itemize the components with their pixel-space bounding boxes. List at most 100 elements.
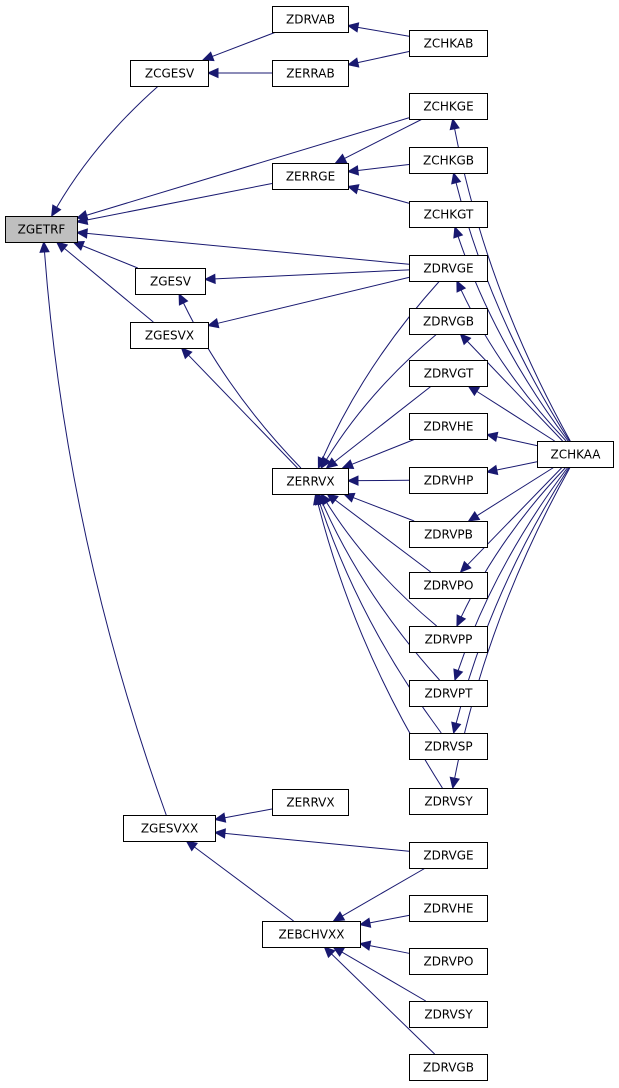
node-label: ZEBCHVXX xyxy=(279,928,345,942)
edge-zdrvge2-to-zgesvxx xyxy=(213,828,410,852)
arrowhead-icon xyxy=(456,279,467,293)
node-zdrvab[interactable]: ZDRVAB xyxy=(272,6,349,33)
edge-line xyxy=(322,280,440,460)
node-zdrvpb[interactable]: ZDRVPB xyxy=(409,521,488,548)
node-zdrvgt[interactable]: ZDRVGT xyxy=(409,360,488,387)
node-box xyxy=(409,1054,488,1081)
edge-zchkaa-to-zdrvgb xyxy=(459,333,563,442)
node-label: ZCHKGE xyxy=(423,100,473,114)
node-box xyxy=(409,1001,488,1028)
edge-zchkgt-to-zerrge xyxy=(346,184,410,204)
node-zchkgb[interactable]: ZCHKGB xyxy=(409,147,488,174)
edge-zdrvgb-to-zerrvx xyxy=(320,333,438,470)
edge-line xyxy=(64,247,154,323)
edge-line xyxy=(454,128,571,442)
node-zdrvhp[interactable]: ZDRVHP xyxy=(409,467,488,494)
node-zerrab[interactable]: ZERRAB xyxy=(272,60,349,87)
edge-line xyxy=(44,251,167,816)
node-box xyxy=(272,6,349,33)
node-zchkab[interactable]: ZCHKAB xyxy=(409,30,488,57)
arrowhead-icon xyxy=(346,22,360,33)
arrowhead-icon xyxy=(39,240,50,253)
node-zchkge[interactable]: ZCHKGE xyxy=(409,93,488,120)
node-zerrvx[interactable]: ZERRVX xyxy=(272,468,349,495)
node-zdrvpo2[interactable]: ZDRVPO xyxy=(409,948,488,975)
node-label: ZDRVSY xyxy=(424,795,473,809)
node-label: ZDRVHE xyxy=(424,420,474,434)
node-zdrvpp[interactable]: ZDRVPP xyxy=(409,626,488,653)
node-label: ZCHKGT xyxy=(424,208,474,222)
node-zdrvsy2[interactable]: ZDRVSY xyxy=(409,1001,488,1028)
arrowhead-icon xyxy=(346,165,360,176)
arrowhead-icon xyxy=(55,241,69,253)
node-label: ZDRVGB xyxy=(423,1061,474,1075)
node-zdrvgb2[interactable]: ZDRVGB xyxy=(409,1054,488,1081)
edge-zchkab-to-zdrvab xyxy=(346,22,410,37)
node-zdrvhe2[interactable]: ZDRVHE xyxy=(409,895,488,922)
edge-line xyxy=(476,390,555,442)
node-zerrge[interactable]: ZERRGE xyxy=(272,163,349,190)
arrowhead-icon xyxy=(334,153,348,164)
edge-zerrvx-to-zgesvx xyxy=(180,347,298,469)
arrowhead-icon xyxy=(75,214,89,226)
node-zdrvpt[interactable]: ZDRVPT xyxy=(409,680,488,707)
node-zdrvsy[interactable]: ZDRVSY xyxy=(409,788,488,815)
arrowhead-icon xyxy=(178,292,189,306)
edge-zchkge-to-zgetrf xyxy=(75,117,410,221)
node-zgesvx[interactable]: ZGESVX xyxy=(130,322,209,349)
arrowhead-icon xyxy=(206,67,219,79)
node-zdrvpo[interactable]: ZDRVPO xyxy=(409,572,488,599)
edge-line xyxy=(322,502,440,681)
edge-zdrvge2-to-zebchvxx xyxy=(332,867,426,922)
edge-line xyxy=(476,466,555,517)
node-label: ZERRVX xyxy=(286,475,334,489)
node-zerrvx2[interactable]: ZERRVX xyxy=(272,789,349,816)
nodes-layer: ZGETRF ZCGESV ZDRVAB ZERRAB ZCHKAB ZCHKGE ZERR… xyxy=(5,6,614,1081)
edge-line xyxy=(466,340,563,442)
node-box xyxy=(123,815,216,842)
arrowhead-icon xyxy=(459,560,472,573)
node-label: ZGESVXX xyxy=(141,822,198,836)
node-zgesv[interactable]: ZGESV xyxy=(135,268,206,295)
arrowhead-icon xyxy=(75,228,88,239)
node-zgesvxx[interactable]: ZGESVXX xyxy=(123,815,216,842)
arrowhead-icon xyxy=(453,668,464,682)
node-label: ZGESVX xyxy=(145,329,194,343)
edge-zdrvpo-to-zerrvx xyxy=(326,493,432,573)
node-box xyxy=(130,60,209,87)
node-label: ZCHKAB xyxy=(424,37,474,51)
node-box xyxy=(537,441,614,468)
edge-line xyxy=(496,436,538,447)
node-label: ZDRVGT xyxy=(424,367,474,381)
edge-zdrvgt-to-zerrvx xyxy=(325,385,432,469)
edge-line xyxy=(86,232,410,265)
node-box xyxy=(409,895,488,922)
edge-line xyxy=(224,832,410,852)
edge-zdrvge-to-zgesvx xyxy=(206,276,410,329)
node-zebchvxx[interactable]: ZEBCHVXX xyxy=(262,921,361,948)
node-box xyxy=(262,921,361,948)
edge-line xyxy=(454,466,571,779)
edge-zchkab-to-zerrab xyxy=(346,50,410,68)
edge-zdrvge-to-zgesv xyxy=(203,269,410,285)
edge-zgesvxx-to-zgetrf xyxy=(39,240,167,816)
node-box xyxy=(409,147,488,174)
node-label: ZGETRF xyxy=(18,223,66,237)
node-zchkgt[interactable]: ZCHKGT xyxy=(409,201,488,228)
node-zdrvge[interactable]: ZDRVGE xyxy=(409,255,488,282)
node-zgetrf[interactable]: ZGETRF xyxy=(5,216,78,243)
node-zcgesv[interactable]: ZCGESV xyxy=(130,60,209,87)
edge-line xyxy=(326,502,437,627)
node-zdrvsp[interactable]: ZDRVSP xyxy=(409,733,488,760)
node-box xyxy=(409,948,488,975)
node-zdrvgb[interactable]: ZDRVGB xyxy=(409,308,488,335)
node-box xyxy=(130,322,209,349)
node-zdrvge2[interactable]: ZDRVGE xyxy=(409,842,488,869)
node-label: ZDRVAB xyxy=(286,13,335,27)
node-label: ZDRVPT xyxy=(425,687,474,701)
node-zchkaa[interactable]: ZCHKAA xyxy=(537,441,614,468)
node-zdrvhe[interactable]: ZDRVHE xyxy=(409,413,488,440)
arrowhead-icon xyxy=(326,493,339,505)
node-box xyxy=(135,268,206,295)
node-box xyxy=(409,680,488,707)
